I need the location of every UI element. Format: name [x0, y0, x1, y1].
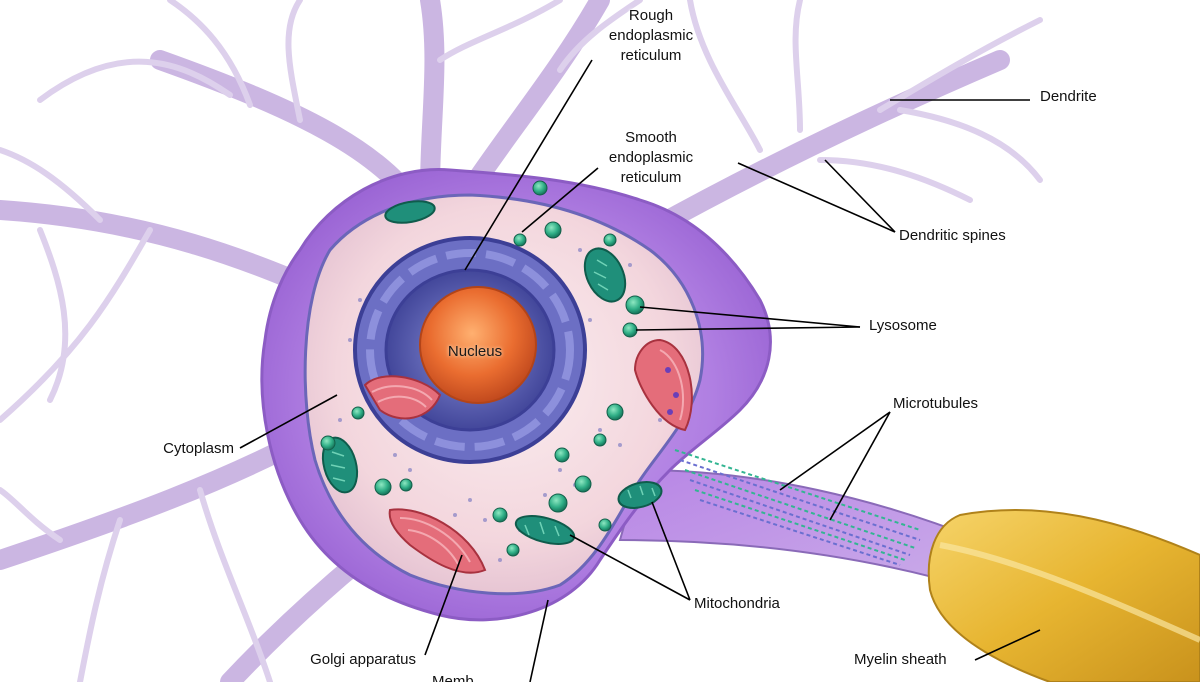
label-golgi-apparatus: Golgi apparatus — [310, 651, 416, 668]
label-smooth-er: Smooth endoplasmic reticulum — [608, 129, 694, 186]
label-nucleus: Nucleus — [447, 343, 503, 360]
label-dendrite: Dendrite — [1040, 88, 1097, 105]
label-microtubules: Microtubules — [893, 395, 979, 412]
microtubules — [674, 449, 921, 566]
label-rough-er: Rough endoplasmic reticulum — [608, 7, 694, 64]
mitochondria-cristae — [330, 259, 656, 537]
label-myelin-sheath: Myelin sheath — [854, 651, 947, 668]
label-lysosome: Lysosome — [869, 317, 937, 334]
nucleolus — [419, 286, 537, 404]
mitochondria-group — [321, 200, 663, 545]
lysosomes — [320, 180, 645, 557]
myelin-sheath — [927, 509, 1200, 682]
golgi-right — [633, 338, 693, 432]
mitochondrion — [384, 200, 436, 224]
label-cytoplasm: Cytoplasm — [163, 440, 234, 457]
label-membrane: Memb — [432, 673, 474, 682]
golgi-upper — [363, 375, 442, 420]
mitochondrion — [617, 481, 663, 509]
axon — [618, 468, 1200, 682]
mitochondrion — [583, 247, 627, 303]
leader-lines — [239, 59, 1041, 682]
label-dendritic-spines: Dendritic spines — [899, 227, 1006, 244]
label-mitochondria: Mitochondria — [694, 595, 780, 612]
